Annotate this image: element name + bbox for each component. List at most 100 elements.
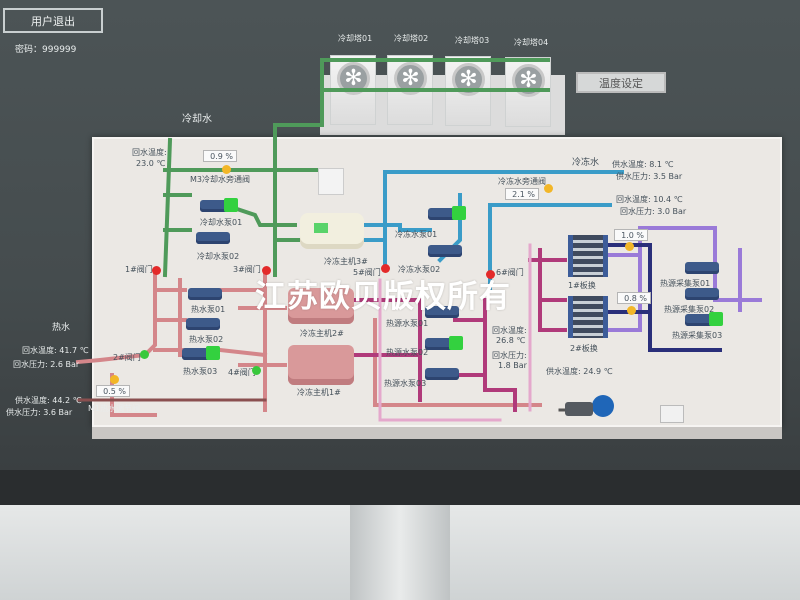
cooling-bypass-valve-icon[interactable] bbox=[222, 165, 231, 174]
chilled-bypass-valve-input[interactable]: 2.1 % bbox=[505, 188, 539, 200]
collection-pump-03-label: 热源采集泵03 bbox=[672, 331, 723, 340]
hot-supply-temp-label: 供水温度: bbox=[15, 396, 50, 405]
collection-pump-03[interactable] bbox=[685, 312, 723, 326]
hot-pump-03[interactable] bbox=[182, 346, 220, 360]
hot-return-pressure-value: 2.6 Bar bbox=[50, 360, 80, 369]
fan-icon: ✻ bbox=[394, 62, 427, 95]
hot-return-temp: 回水温度: 41.7 ℃ bbox=[22, 345, 89, 356]
cooling-return-temp-label: 回水温度: bbox=[132, 148, 167, 157]
tower-label-01: 冷却塔01 bbox=[338, 34, 373, 43]
chilled-pump-01-label: 冷冻水泵01 bbox=[395, 230, 438, 239]
tower-label-03: 冷却塔03 bbox=[455, 36, 490, 45]
chiller-3-label: 冷冻主机3# bbox=[324, 257, 368, 266]
hot-supply-temp: 供水温度: 44.2 ℃ bbox=[15, 395, 82, 406]
process-panel bbox=[92, 137, 782, 427]
chiller-2[interactable] bbox=[288, 288, 354, 324]
hot-valve-icon[interactable] bbox=[110, 375, 119, 384]
heat-source-return-pressure-label: 回水压力: bbox=[492, 351, 527, 360]
heat-source-return-pipes bbox=[378, 243, 532, 422]
hot-return-pressure-label: 回水压力: bbox=[13, 360, 48, 369]
heat-source-pump-01[interactable] bbox=[425, 306, 459, 318]
chilled-supply-temp-value: 8.1 ℃ bbox=[649, 160, 674, 169]
heat-source-pump-02-label: 热源水泵02 bbox=[386, 348, 429, 357]
valve-3[interactable] bbox=[262, 266, 271, 275]
chiller-1[interactable] bbox=[288, 345, 354, 385]
cooling-bypass-valve-label: M3冷却水旁通阀 bbox=[190, 175, 250, 184]
heat-source-return-temp-value: 26.8 ℃ bbox=[496, 336, 526, 345]
control-box bbox=[660, 405, 684, 423]
pipe-network bbox=[75, 58, 762, 422]
heat-source-pump-03[interactable] bbox=[425, 368, 459, 380]
monitor-stand bbox=[350, 505, 450, 600]
cooling-pump-01-label: 冷却水泵01 bbox=[200, 218, 243, 227]
plate-exchanger-1-valve-input[interactable]: 1.0 % bbox=[614, 229, 648, 241]
hot-pump-01[interactable] bbox=[188, 288, 222, 300]
heat-source-pump-01-label: 热源水泵01 bbox=[386, 319, 429, 328]
temp-setting-button[interactable]: 温度设定 bbox=[576, 72, 666, 93]
valve-6[interactable] bbox=[486, 270, 495, 279]
heat-source-supply-temp: 供水温度: 24.9 ℃ bbox=[546, 366, 613, 377]
chilled-pump-01[interactable] bbox=[428, 206, 466, 220]
chilled-return-pressure: 回水压力: 3.0 Bar bbox=[620, 206, 686, 217]
chiller-2-label: 冷冻主机2# bbox=[300, 329, 344, 338]
panel-base bbox=[92, 427, 782, 439]
valve-5-label: 5#阀门 bbox=[353, 268, 381, 277]
valve-3-label: 3#阀门 bbox=[233, 265, 261, 274]
chilled-supply-temp-label: 供水温度: bbox=[612, 160, 647, 169]
hot-pump-01-label: 热水泵01 bbox=[191, 305, 226, 314]
cooling-water-title: 冷却水 bbox=[182, 114, 212, 125]
hot-pump-02[interactable] bbox=[186, 318, 220, 330]
password-label: 密码： bbox=[15, 45, 43, 55]
tower-label-02: 冷却塔02 bbox=[394, 34, 429, 43]
chilled-bypass-valve-label: 冷冻水旁通阀 bbox=[498, 177, 546, 186]
collection-pump-01-label: 热源采集泵01 bbox=[660, 279, 711, 288]
copyright-watermark: 江苏欧贝版权所有 bbox=[255, 279, 511, 315]
plate-exchanger-2-valve-input[interactable]: 0.8 % bbox=[617, 292, 651, 304]
hot-valve-input[interactable]: 0.5 % bbox=[96, 385, 130, 397]
cooling-bypass-valve-input[interactable]: 0.9 % bbox=[203, 150, 237, 162]
chilled-return-pressure-label: 回水压力: bbox=[620, 207, 655, 216]
chilled-bypass-valve-icon[interactable] bbox=[544, 184, 553, 193]
valve-4[interactable] bbox=[252, 366, 261, 375]
plate-exchanger-2-label: 2#板换 bbox=[570, 344, 598, 353]
cooling-pump-01[interactable] bbox=[200, 198, 238, 212]
collection-pump-01[interactable] bbox=[685, 262, 719, 274]
chiller-3[interactable] bbox=[300, 213, 364, 249]
plate-exchanger-1[interactable] bbox=[568, 235, 608, 277]
chilled-supply-pressure-label: 供水压力: bbox=[616, 172, 651, 181]
cooling-return-temp-value: 23.0 ℃ bbox=[136, 159, 166, 168]
collection-pump-02[interactable] bbox=[685, 288, 719, 300]
hot-pump-03-label: 热水泵03 bbox=[183, 367, 218, 376]
plate-exchanger-1-label: 1#板换 bbox=[568, 281, 596, 290]
cooling-water-pipes bbox=[162, 58, 550, 278]
hot-supply-pressure-label: 供水压力: bbox=[6, 408, 41, 417]
heat-source-pump-02[interactable] bbox=[425, 336, 463, 350]
valve-5[interactable] bbox=[381, 264, 390, 273]
chiller-1-label: 冷冻主机1# bbox=[297, 388, 341, 397]
hot-return-pressure: 回水压力: 2.6 Bar bbox=[13, 359, 79, 370]
valve-1-label: 1#阀门 bbox=[125, 265, 153, 274]
valve-4-label: 4#阀门 bbox=[228, 368, 256, 377]
chilled-water-title: 冷冻水 bbox=[572, 158, 600, 168]
makeup-pump bbox=[565, 402, 593, 416]
password-display: 密码：999999 bbox=[15, 42, 76, 55]
chilled-pump-02[interactable] bbox=[428, 245, 462, 257]
cooling-pump-02[interactable] bbox=[196, 232, 230, 244]
plate-exchanger-2-valve-icon[interactable] bbox=[627, 306, 636, 315]
valve-1[interactable] bbox=[152, 266, 161, 275]
chiller-status-icon bbox=[314, 223, 328, 233]
monitor-bezel bbox=[0, 470, 800, 505]
hot-supply-temp-value: 44.2 ℃ bbox=[52, 396, 82, 405]
heat-source-return-pressure-value: 1.8 Bar bbox=[498, 361, 527, 370]
hot-supply-pressure: 供水压力: 3.6 Bar bbox=[6, 407, 72, 418]
plate-exchanger-2[interactable] bbox=[568, 296, 608, 338]
chilled-return-temp-label: 回水温度: bbox=[616, 195, 651, 204]
chilled-return-temp: 回水温度: 10.4 ℃ bbox=[616, 194, 683, 205]
hot-supply-pressure-value: 3.6 Bar bbox=[43, 408, 73, 417]
heat-source-supply-temp-value: 24.9 ℃ bbox=[583, 367, 613, 376]
logout-button[interactable]: 用户退出 bbox=[3, 8, 103, 33]
chilled-pump-02-label: 冷冻水泵02 bbox=[398, 265, 441, 274]
valve-2[interactable] bbox=[140, 350, 149, 359]
plate-exchanger-1-valve-icon[interactable] bbox=[625, 242, 634, 251]
hot-valve-label: M1热水调节阀 bbox=[88, 404, 140, 413]
